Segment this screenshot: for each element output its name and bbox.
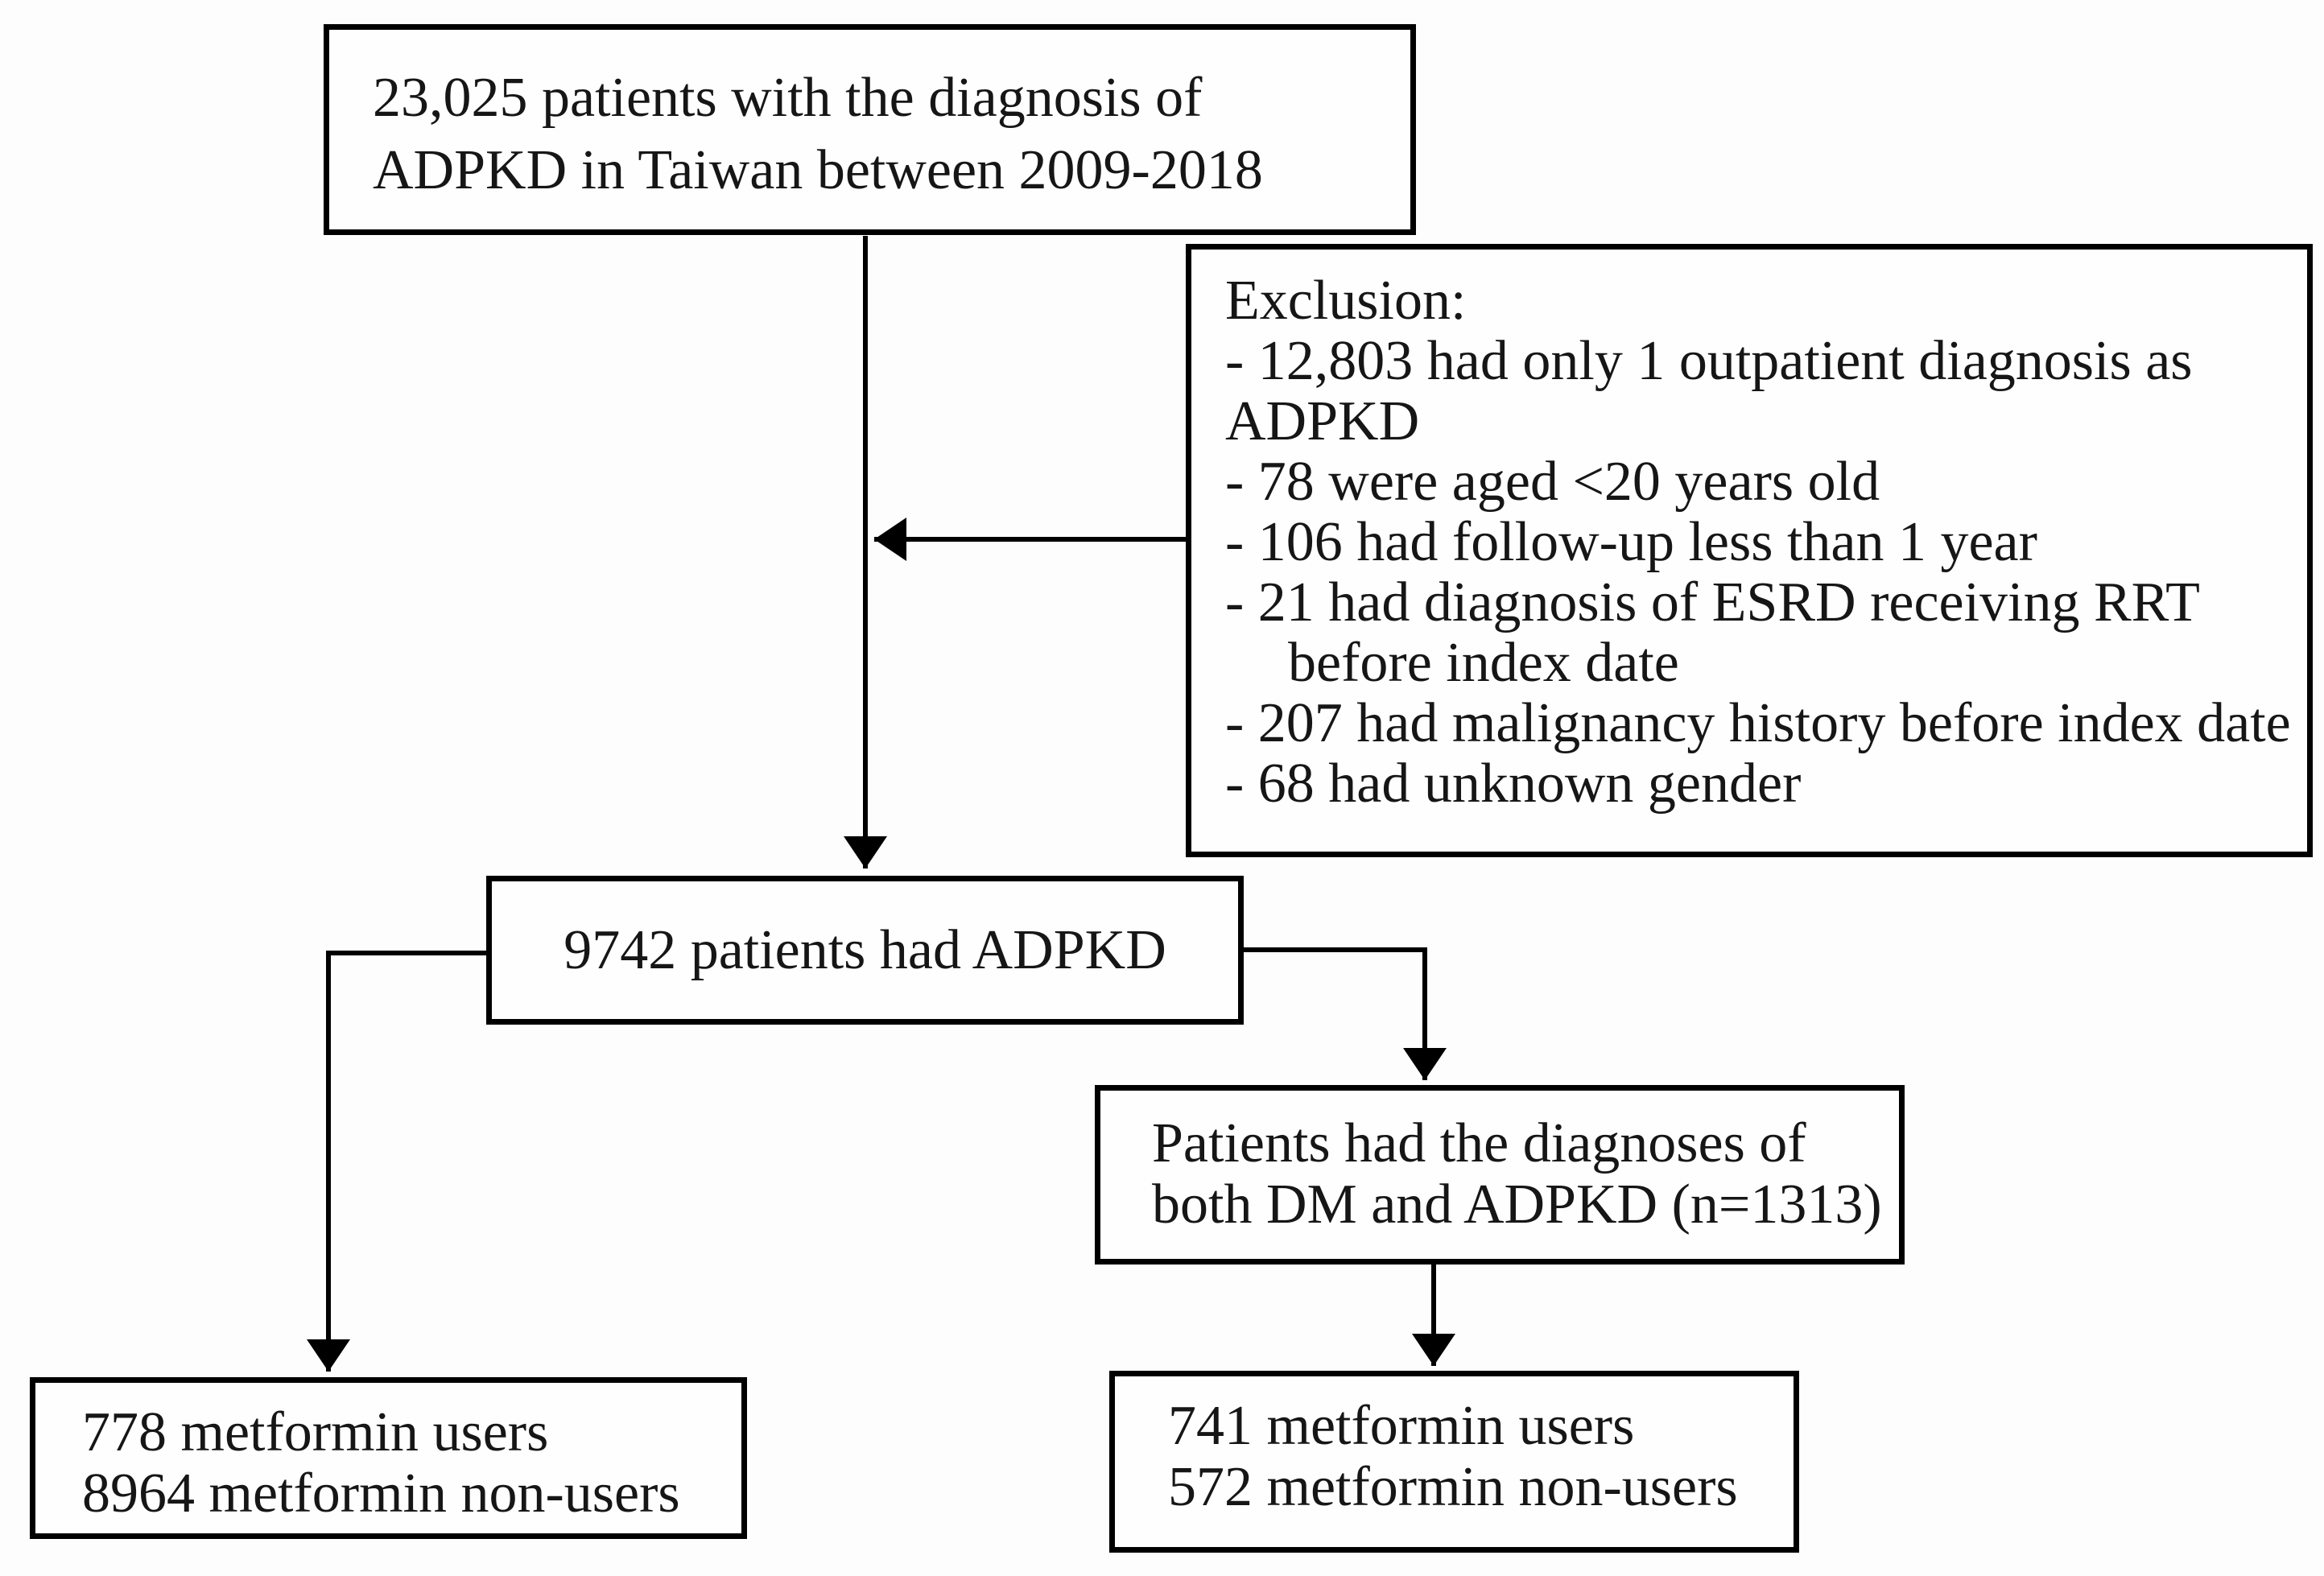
- initial-cohort-box: 23,025 patients with the diagnosis of AD…: [324, 24, 1416, 235]
- initial-cohort-line-1: 23,025 patients with the diagnosis of: [373, 67, 1203, 129]
- exclusion-item-outpatient: - 12,803 had only 1 outpatient diagnosis…: [1225, 330, 2193, 392]
- adpkd-metformin-outcome-box: 778 metformin users 8964 metformin non-u…: [30, 1377, 747, 1539]
- exclusion-item-gender: - 68 had unknown gender: [1225, 753, 1802, 815]
- initial-cohort-line-2: ADPKD in Taiwan between 2009-2018: [373, 139, 1263, 201]
- exclusion-item-age: - 78 were aged <20 years old: [1225, 451, 1880, 513]
- exclusion-item-esrd-wrap: before index date: [1288, 632, 1679, 694]
- arrow-adpkd-to-dm: [1243, 947, 1447, 1080]
- exclusion-criteria-box: Exclusion: - 12,803 had only 1 outpatien…: [1186, 244, 2313, 857]
- dm-adpkd-box: Patients had the diagnoses of both DM an…: [1095, 1085, 1905, 1265]
- exclusion-item-outpatient-wrap: ADPKD: [1225, 390, 1420, 452]
- exclusion-item-esrd: - 21 had diagnosis of ESRD receiving RRT: [1225, 571, 2200, 633]
- left-outcome-users: 778 metformin users: [82, 1401, 549, 1463]
- arrow-adpkd-to-left-outcome: [307, 951, 486, 1372]
- adpkd-cohort-box: 9742 patients had ADPKD: [486, 876, 1244, 1025]
- right-outcome-nonusers: 572 metformin non-users: [1168, 1456, 1738, 1518]
- dm-adpkd-line-1: Patients had the diagnoses of: [1152, 1112, 1806, 1174]
- adpkd-cohort-text: 9742 patients had ADPKD: [563, 918, 1166, 981]
- left-outcome-nonusers: 8964 metformin non-users: [82, 1463, 680, 1524]
- dm-adpkd-line-2: both DM and ADPKD (n=1313): [1152, 1174, 1882, 1236]
- dm-metformin-outcome-box: 741 metformin users 572 metformin non-us…: [1109, 1371, 1799, 1553]
- exclusion-title: Exclusion:: [1225, 270, 1467, 332]
- exclusion-item-followup: - 106 had follow-up less than 1 year: [1225, 511, 2037, 573]
- exclusion-item-malignancy: - 207 had malignancy history before inde…: [1225, 692, 2291, 754]
- right-outcome-users: 741 metformin users: [1168, 1395, 1635, 1457]
